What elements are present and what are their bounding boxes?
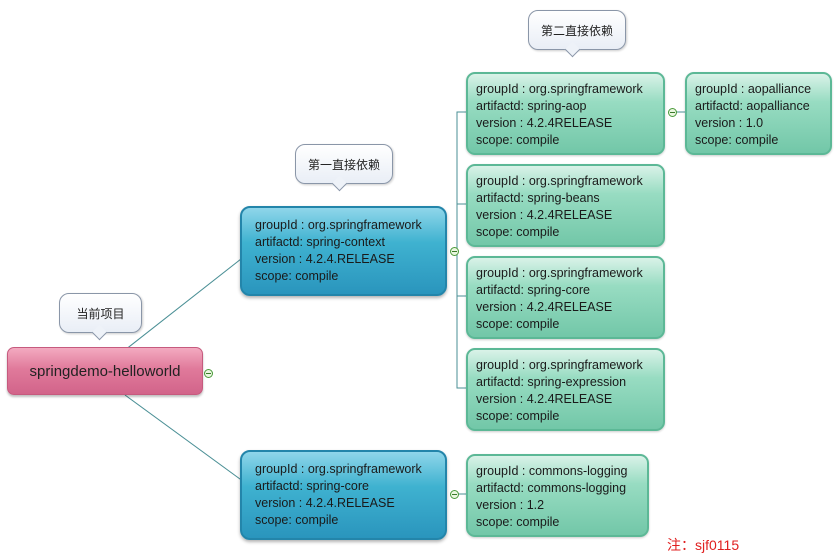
dependency-node-spring-expression[interactable]: groupId : org.springframework artifactd:… <box>466 348 665 431</box>
node-line-scope: scope: compile <box>476 133 560 147</box>
node-line-version: version : 4.2.4.RELEASE <box>255 252 395 266</box>
root-project-node[interactable]: springdemo-helloworld <box>7 347 203 395</box>
node-line-artifactid: artifactd: spring-context <box>255 235 385 249</box>
node-line-version: version : 1.0 <box>695 116 764 130</box>
node-line-version: version : 4.2.4RELEASE <box>476 300 613 314</box>
node-line-groupid: groupId : org.springframework <box>255 462 422 476</box>
node-line-scope: scope: compile <box>255 269 339 283</box>
node-line-groupid: groupId : commons-logging <box>476 464 628 478</box>
node-line-scope: scope: compile <box>255 513 339 527</box>
node-line-artifactid: artifactd: spring-expression <box>476 375 627 389</box>
dependency-node-aopalliance[interactable]: groupId : aopalliance artifactd: aopalli… <box>685 72 832 155</box>
node-line-version: version : 4.2.4.RELEASE <box>255 496 395 510</box>
dependency-node-spring-beans[interactable]: groupId : org.springframework artifactd:… <box>466 164 665 247</box>
node-line-artifactid: artifactd: spring-core <box>255 479 369 493</box>
dependency-node-spring-context[interactable]: groupId : org.springframework artifactd:… <box>240 206 447 296</box>
collapse-toggle-spring-context[interactable] <box>450 247 459 256</box>
node-line-artifactid: artifactd: spring-aop <box>476 99 587 113</box>
node-line-groupid: groupId : aopalliance <box>695 82 812 96</box>
author-note: 注：sjf0115 <box>667 537 740 553</box>
node-line-artifactid: artifactd: spring-core <box>476 283 590 297</box>
root-label: springdemo-helloworld <box>29 362 181 380</box>
node-line-version: version : 4.2.4RELEASE <box>476 116 613 130</box>
callout-second-direct-dependency: 第二直接依赖 <box>528 10 626 58</box>
collapse-toggle-spring-core[interactable] <box>450 490 459 499</box>
node-line-artifactid: artifactd: spring-beans <box>476 191 600 205</box>
collapse-toggle-root[interactable] <box>204 369 213 378</box>
node-line-version: version : 1.2 <box>476 498 545 512</box>
node-line-scope: scope: compile <box>476 317 560 331</box>
node-line-version: version : 4.2.4RELEASE <box>476 208 613 222</box>
node-line-version: version : 4.2.4RELEASE <box>476 392 613 406</box>
node-line-scope: scope: compile <box>476 409 560 423</box>
dependency-node-spring-aop[interactable]: groupId : org.springframework artifactd:… <box>466 72 665 155</box>
node-line-artifactid: artifactd: commons-logging <box>476 481 627 495</box>
dependency-node-commons-logging[interactable]: groupId : commons-logging artifactd: com… <box>466 454 649 537</box>
dependency-node-spring-core-level2[interactable]: groupId : org.springframework artifactd:… <box>466 256 665 339</box>
node-line-scope: scope: compile <box>695 133 779 147</box>
node-line-groupid: groupId : org.springframework <box>476 174 643 188</box>
node-line-groupid: groupId : org.springframework <box>255 218 422 232</box>
dependency-node-spring-core-level1[interactable]: groupId : org.springframework artifactd:… <box>240 450 447 540</box>
callout-first-direct-dependency: 第一直接依赖 <box>295 144 393 192</box>
node-line-groupid: groupId : org.springframework <box>476 266 643 280</box>
node-line-artifactid: artifactd: aopalliance <box>695 99 810 113</box>
node-line-groupid: groupId : org.springframework <box>476 358 643 372</box>
callout-current-project: 当前项目 <box>59 293 142 341</box>
node-line-scope: scope: compile <box>476 225 560 239</box>
node-line-groupid: groupId : org.springframework <box>476 82 643 96</box>
node-line-scope: scope: compile <box>476 515 560 529</box>
collapse-toggle-spring-aop[interactable] <box>668 108 677 117</box>
